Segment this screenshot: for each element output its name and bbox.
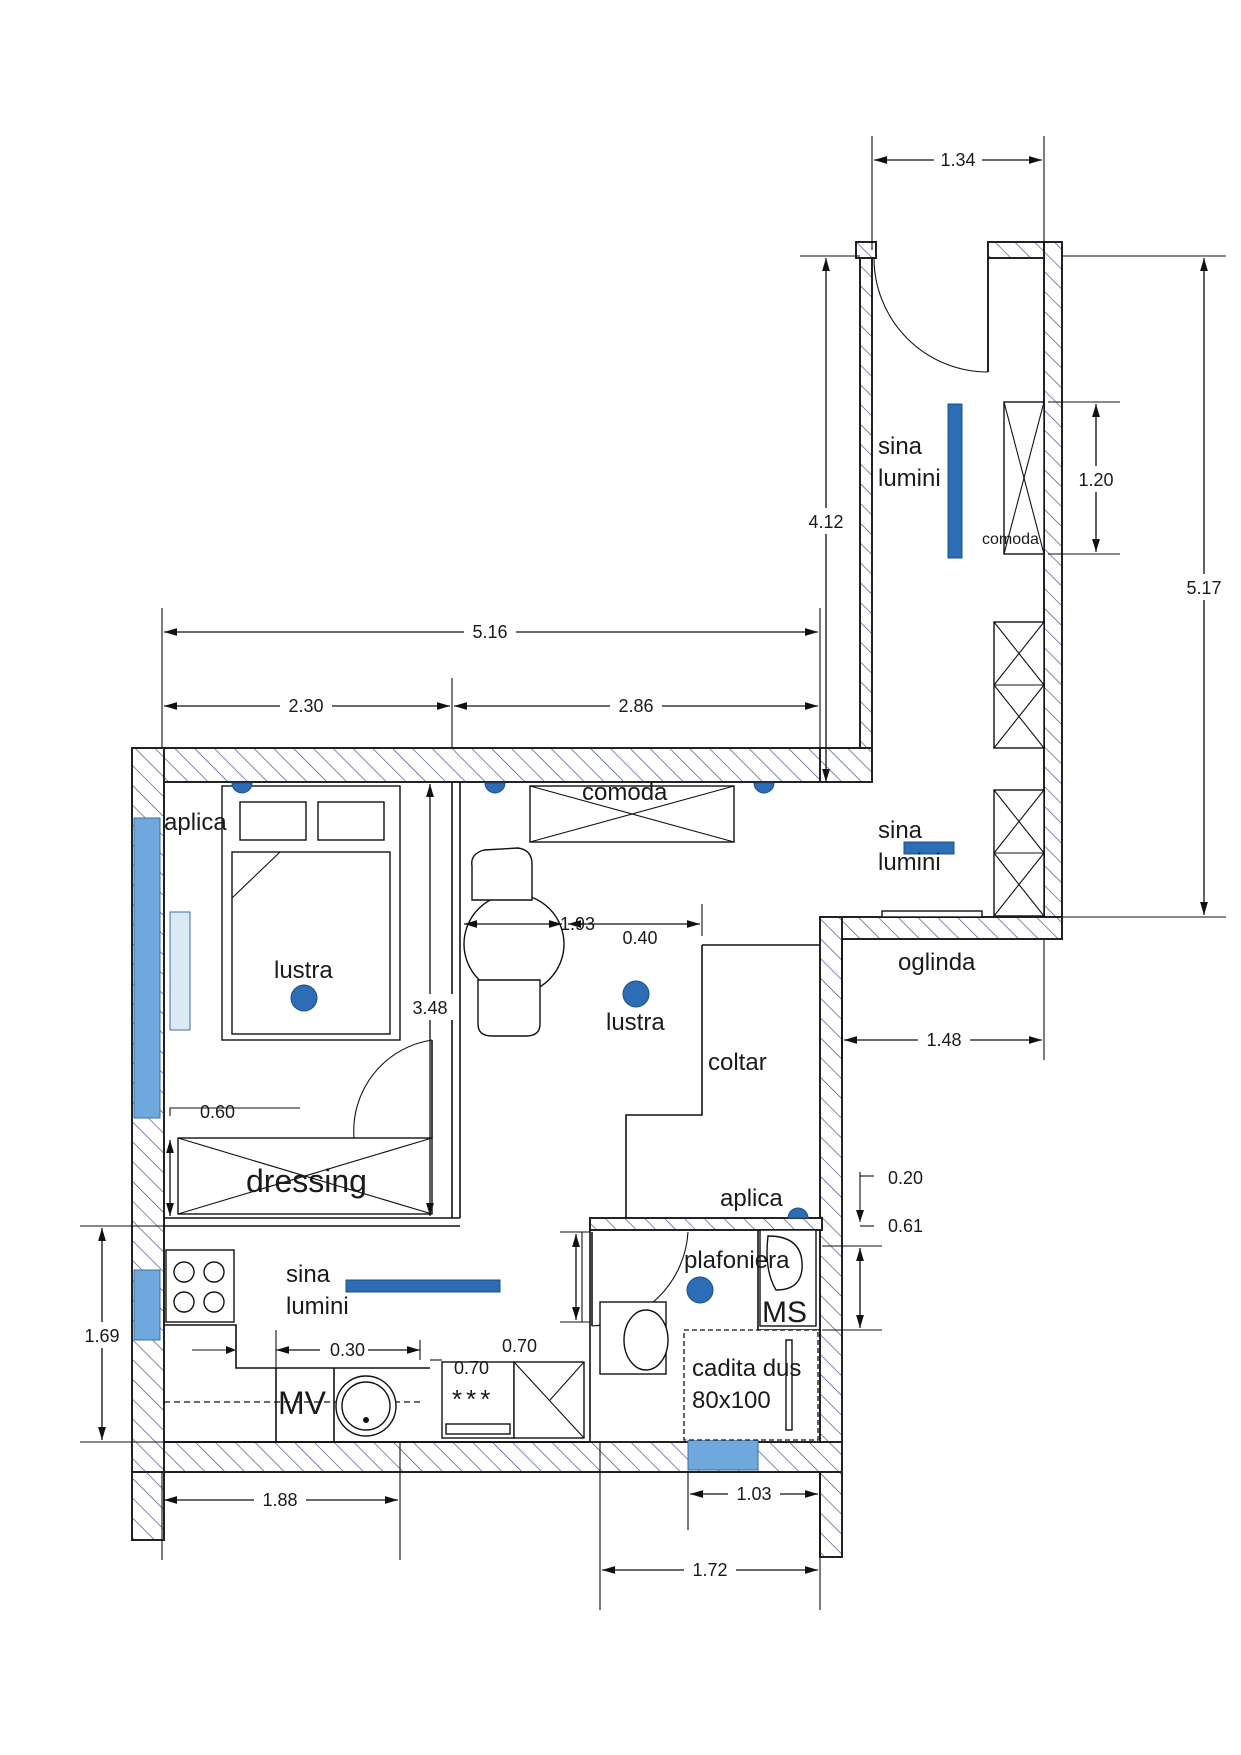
dim-0-60: 0.60 xyxy=(200,1102,235,1122)
windows xyxy=(133,817,759,1471)
dim-1-03: 1.03 xyxy=(736,1484,771,1504)
round-table xyxy=(463,893,565,995)
pillow-right xyxy=(317,801,385,841)
chair-bottom xyxy=(477,979,541,1037)
dimension-lines: 1.34 4.12 5.17 1.20 5.16 2.30 2.86 3.48 … xyxy=(76,136,1230,1610)
label-oglinda: oglinda xyxy=(898,949,976,976)
lustra-bedroom-icon xyxy=(290,984,318,1012)
dim-1-34: 1.34 xyxy=(940,150,975,170)
dim-1-72: 1.72 xyxy=(692,1560,727,1580)
label-aplica-bedroom: aplica xyxy=(164,809,227,836)
label-lustra-living: lustra xyxy=(606,1009,665,1036)
dim-0-61: 0.61 xyxy=(888,1216,923,1236)
sina-hall-bar xyxy=(903,841,955,855)
toilet-bowl xyxy=(623,1309,669,1371)
dim-0-30: 0.30 xyxy=(330,1340,365,1360)
dim-1-20: 1.20 xyxy=(1078,470,1113,490)
label-sina-hall-1: sina xyxy=(878,817,923,844)
radiator xyxy=(169,911,191,1031)
hob xyxy=(165,1249,235,1323)
dim-5-16: 5.16 xyxy=(472,622,507,642)
label-sina-hall-2: lumini xyxy=(878,849,941,876)
label-cadita-2: 80x100 xyxy=(692,1387,771,1414)
dim-5-17: 5.17 xyxy=(1186,578,1221,598)
dim-2-30: 2.30 xyxy=(288,696,323,716)
label-aplica-bath: aplica xyxy=(720,1185,783,1212)
label-mv: MV xyxy=(278,1385,327,1421)
dim-4-12: 4.12 xyxy=(808,512,843,532)
furniture xyxy=(165,401,1045,1441)
label-sina-kitchen-1: sina xyxy=(286,1261,331,1288)
dim-1-48: 1.48 xyxy=(926,1030,961,1050)
label-comoda-corridor: comoda xyxy=(982,531,1039,548)
dim-0-70-door: 0.70 xyxy=(502,1336,537,1356)
label-ms: MS xyxy=(762,1296,807,1329)
sina-kitchen-bar xyxy=(345,1279,501,1293)
window-bedroom xyxy=(133,817,161,1119)
label-coltar: coltar xyxy=(708,1049,767,1076)
aplica-icon-1 xyxy=(231,782,253,794)
lustra-living-icon xyxy=(622,980,650,1008)
label-sina-corr-1: sina xyxy=(878,433,923,460)
aplica-icon-2 xyxy=(484,782,506,794)
oglinda-mirror xyxy=(881,910,983,918)
dim-0-70-stove: 0.70 xyxy=(454,1358,489,1378)
window-bath xyxy=(687,1439,759,1471)
dim-1-69: 1.69 xyxy=(84,1326,119,1346)
aplica-bath-icon xyxy=(787,1207,809,1219)
dim-0-40: 0.40 xyxy=(622,928,657,948)
label-sina-corr-2: lumini xyxy=(878,465,941,492)
label-plafoniera: plafoniera xyxy=(684,1247,790,1274)
label-cadita-1: cadita dus xyxy=(692,1355,801,1382)
dim-0-20: 0.20 xyxy=(888,1168,923,1188)
chair-top xyxy=(471,847,533,901)
label-lustra-bedroom: lustra xyxy=(274,957,333,984)
label-sina-kitchen-2: lumini xyxy=(286,1293,349,1320)
room-labels: aplica lustra dressing comoda lustra col… xyxy=(164,433,1039,1421)
aplica-icon-3 xyxy=(753,782,775,794)
sina-corridor-bar xyxy=(947,403,963,559)
label-dressing: dressing xyxy=(246,1163,367,1199)
dim-2-86: 2.86 xyxy=(618,696,653,716)
pillow-left xyxy=(239,801,307,841)
dim-1-88: 1.88 xyxy=(262,1490,297,1510)
dim-3-48: 3.48 xyxy=(412,998,447,1018)
label-stove: *** xyxy=(452,1384,494,1414)
lights xyxy=(231,403,963,1304)
label-comoda-living: comoda xyxy=(582,779,668,806)
plafoniera-icon xyxy=(686,1276,714,1304)
shower-tray xyxy=(683,1329,819,1441)
window-kitchen xyxy=(133,1269,161,1341)
